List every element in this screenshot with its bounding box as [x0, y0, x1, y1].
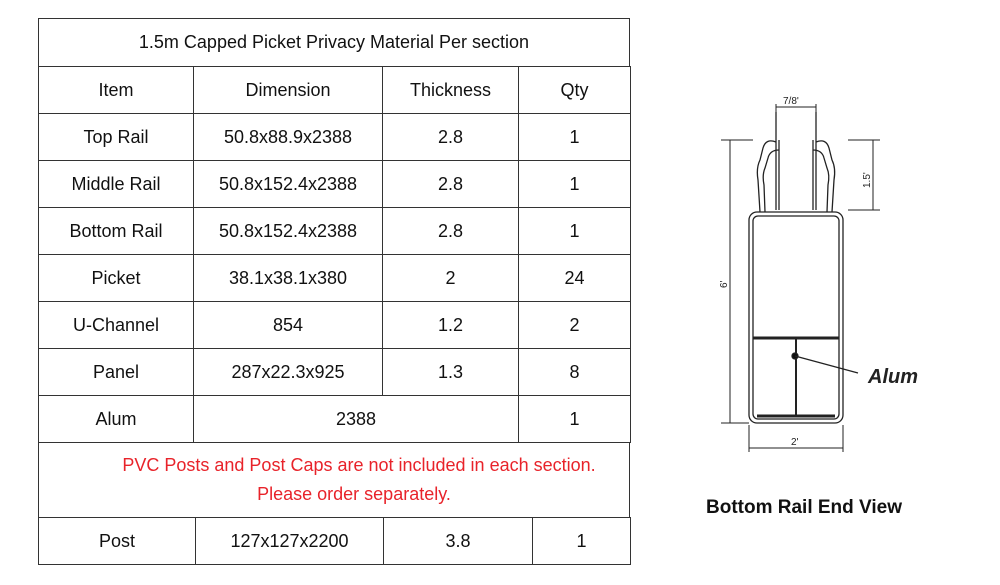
- table-cell: 3.8: [383, 517, 533, 565]
- table-cell: 2388: [193, 395, 519, 443]
- note-line1: PVC Posts and Post Caps are not included…: [122, 455, 596, 475]
- table-cell: Picket: [38, 254, 194, 302]
- table-cell: U-Channel: [38, 301, 194, 349]
- dim-top-label: 7/8': [783, 96, 799, 107]
- table-cell: 50.8x88.9x2388: [193, 113, 383, 161]
- table-cell: 1: [518, 207, 631, 255]
- table-cell: 287x22.3x925: [193, 348, 383, 396]
- drawing-caption: Bottom Rail End View: [706, 497, 903, 518]
- rail-outer-wall: [748, 211, 844, 424]
- table-cell: Post: [38, 517, 196, 565]
- dim-height-label: 6': [719, 280, 730, 288]
- table-cell: Alum: [38, 395, 194, 443]
- note-line2: Please order separately.: [257, 484, 451, 504]
- table-cell: 2.8: [382, 207, 519, 255]
- column-header: Qty: [518, 66, 631, 114]
- column-header: Dimension: [193, 66, 383, 114]
- table-cell: 38.1x38.1x380: [193, 254, 383, 302]
- table-cell: 1: [518, 113, 631, 161]
- table-cell: Top Rail: [38, 113, 194, 161]
- rail-inner-wall: [752, 215, 840, 420]
- table-cell: 2: [382, 254, 519, 302]
- table-cell: 854: [193, 301, 383, 349]
- table-cell: 50.8x152.4x2388: [193, 160, 383, 208]
- table-cell: 50.8x152.4x2388: [193, 207, 383, 255]
- table-title: 1.5m Capped Picket Privacy Material Per …: [38, 18, 630, 67]
- dim-fin-label: 1.5': [862, 172, 873, 188]
- left-fin: [756, 140, 777, 213]
- table-cell: 1.2: [382, 301, 519, 349]
- table-cell: 127x127x2200: [195, 517, 384, 565]
- table-cell: 1.3: [382, 348, 519, 396]
- dim-width-label: 2': [791, 437, 799, 448]
- table-cell: 24: [518, 254, 631, 302]
- table-cell: 1: [518, 395, 631, 443]
- table-cell: Middle Rail: [38, 160, 194, 208]
- right-fin: [815, 140, 836, 213]
- table-cell: 1: [532, 517, 631, 565]
- alum-callout: Alum: [867, 366, 918, 388]
